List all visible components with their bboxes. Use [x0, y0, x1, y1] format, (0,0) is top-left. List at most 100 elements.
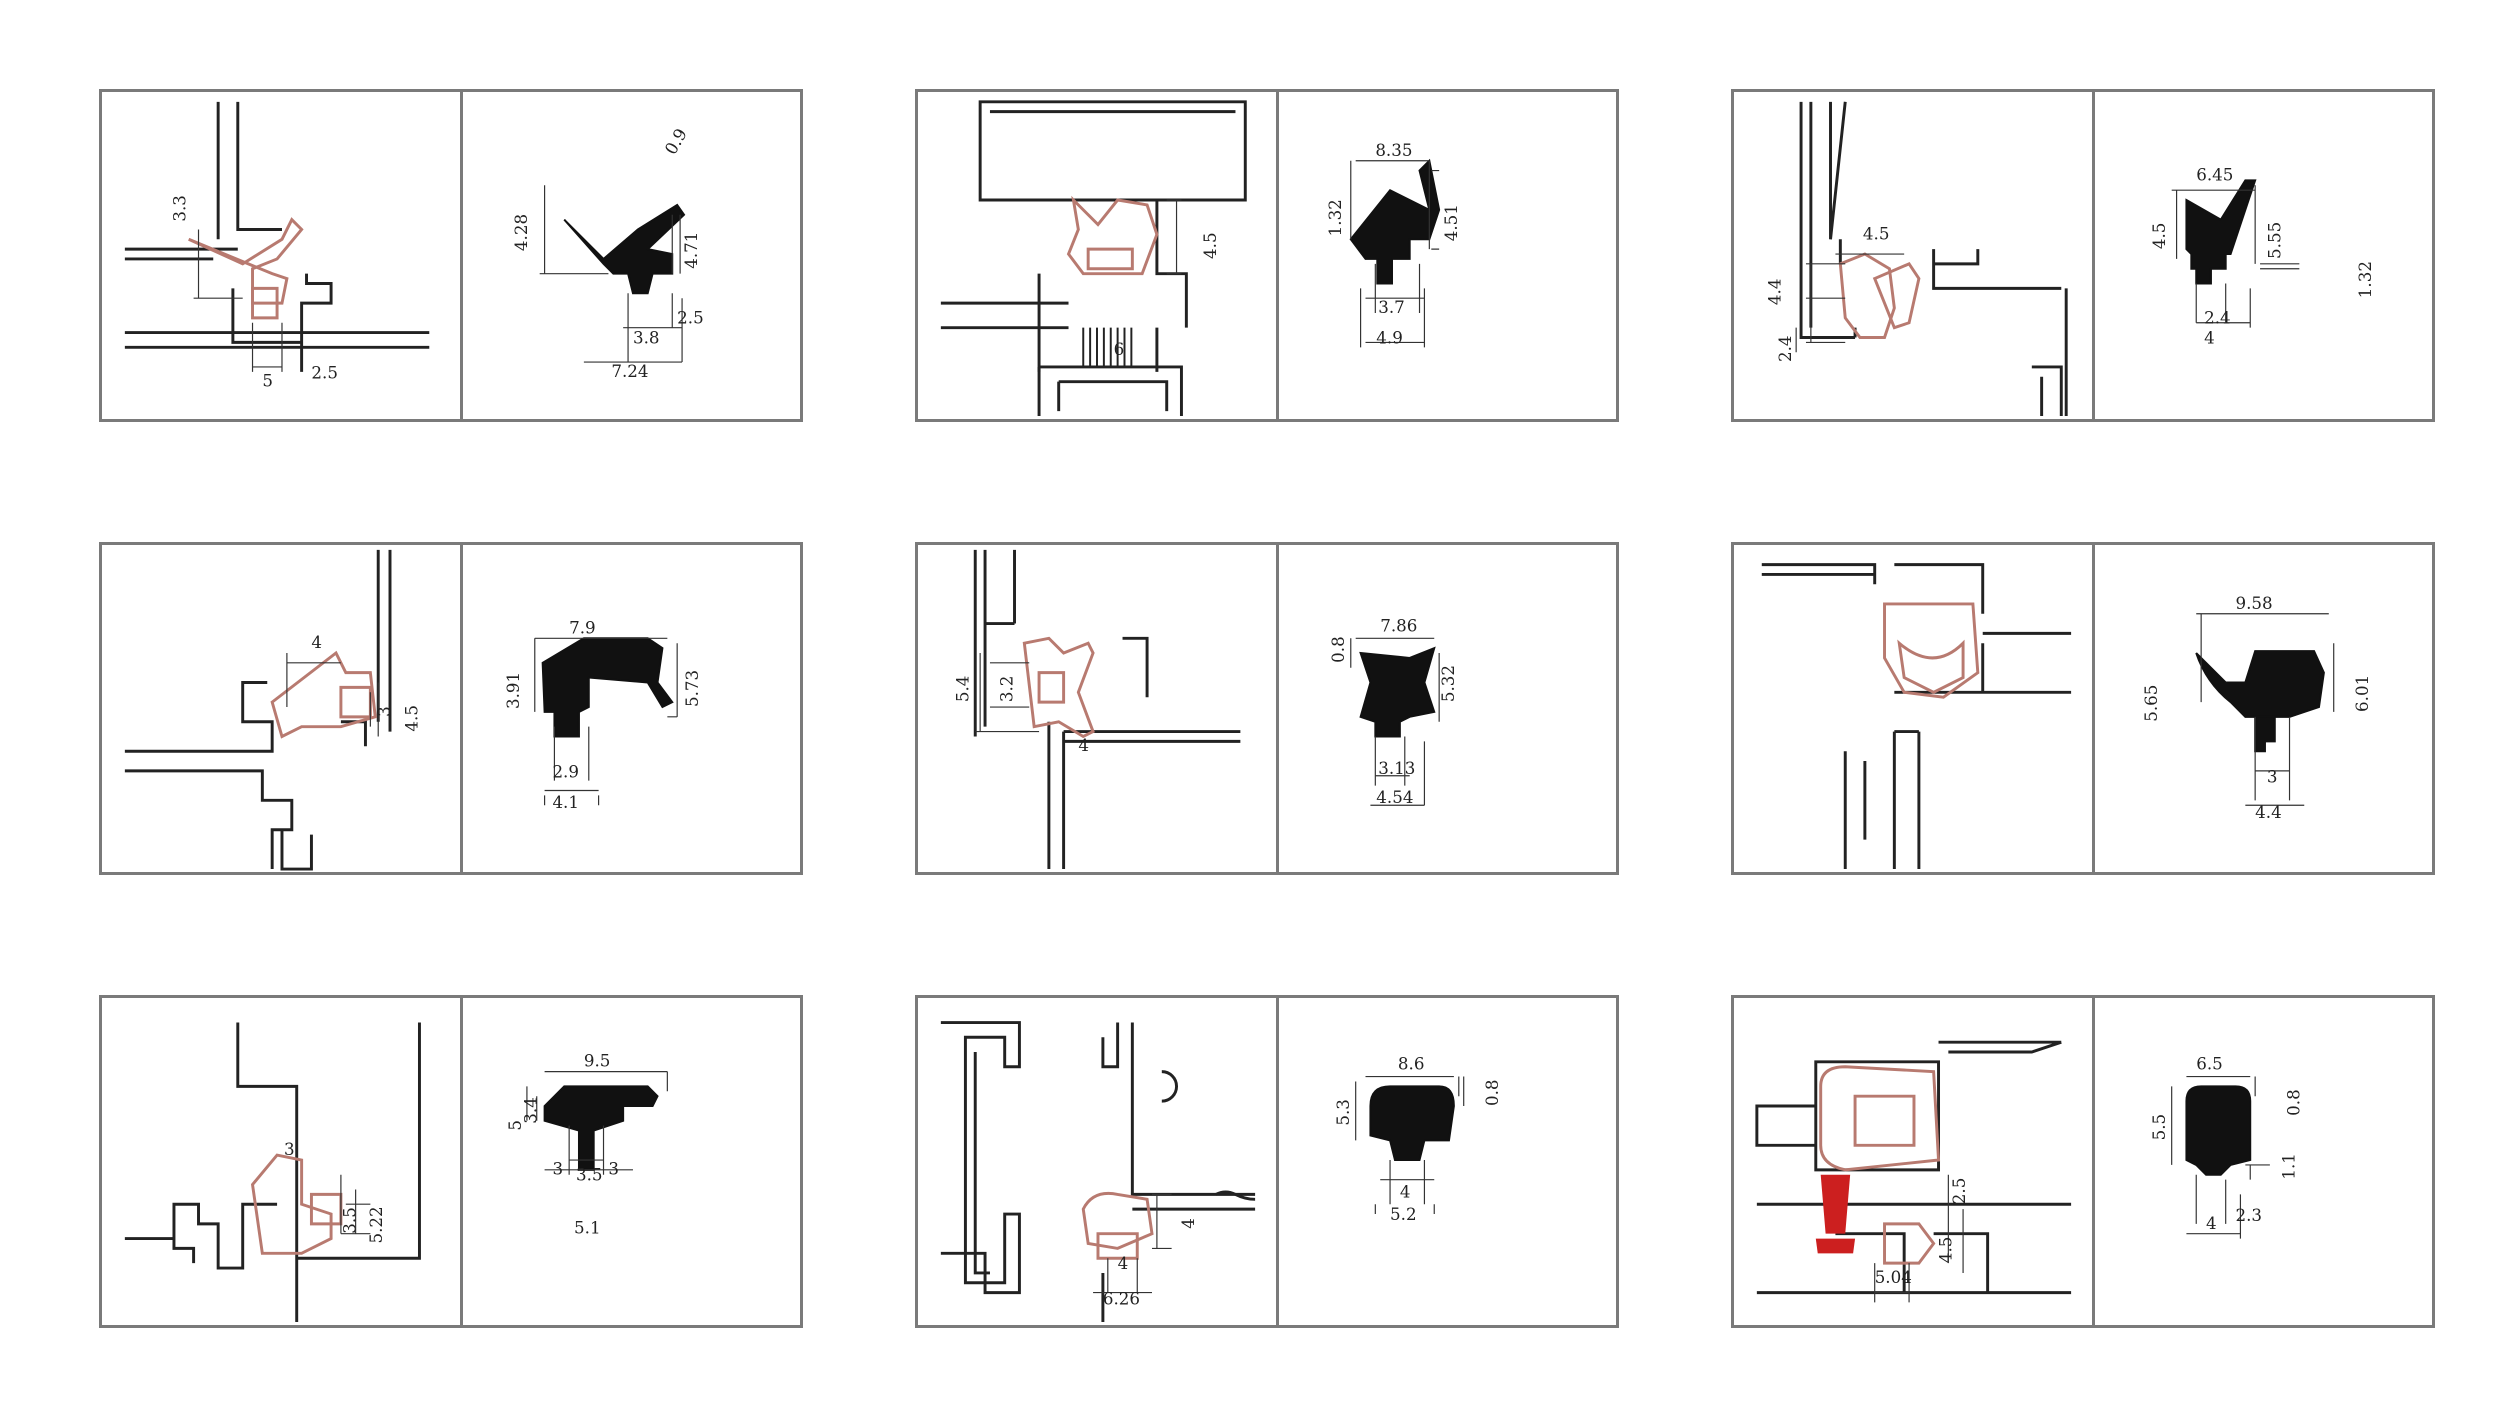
dim-label: 5.4 [953, 676, 972, 703]
install-drawing-6 [1761, 563, 2072, 870]
dim-label: 3.5 [341, 1207, 360, 1234]
profile-drawing-1: 4.28 0.9 4.71 3.8 2.5 7.24 [512, 125, 704, 381]
dim-label: 3 [2267, 768, 2278, 787]
card-divider [1276, 92, 1279, 419]
dim-label: 7.24 [611, 362, 648, 381]
dim-label: 2.5 [1950, 1178, 1969, 1205]
dim-label: 3.3 [171, 195, 190, 222]
dim-label: 4.9 [1376, 328, 1403, 347]
card-divider [1276, 998, 1279, 1325]
dim-label: 4 [1400, 1182, 1411, 1201]
dim-label: 7.86 [1380, 616, 1417, 635]
dim-label: 4 [2204, 328, 2215, 347]
dim-label: 3.13 [1378, 759, 1415, 778]
dim-label: 8.35 [1375, 141, 1412, 160]
dim-label: 3.7 [1378, 298, 1405, 317]
dim-label: 4.5 [402, 705, 421, 732]
seal-card-8: 4 4 6.26 8.6 0.8 5.3 4 5.2 [915, 995, 1619, 1328]
dim-label: 5.5 [2150, 1114, 2169, 1141]
card-divider [460, 998, 463, 1325]
dim-label: 2.4 [2204, 309, 2231, 328]
dim-label: 6 [1114, 340, 1125, 359]
dim-label: 8.6 [1398, 1055, 1425, 1074]
install-drawing-9: 2.5 4.5 5.04 [1755, 1040, 2072, 1303]
card-divider [460, 92, 463, 419]
dim-label: 5.04 [1875, 1268, 1912, 1287]
seal-card-3: 4.5 4.4 2.4 6.45 4.5 5.55 1.32 2.4 4 [1731, 89, 2435, 422]
dim-label: 4.1 [552, 793, 579, 812]
profile-drawing-6: 9.58 5.65 6.01 3 4.4 [2142, 594, 2372, 822]
dim-label: 0.9 [661, 125, 691, 157]
seal-card-1: 3.3 5 2.5 4.28 0.9 4.71 3.8 2.5 7.24 [99, 89, 803, 422]
dim-label: 4.5 [1201, 232, 1220, 259]
seal-card-9: 2.5 4.5 5.04 6.5 0.8 5.5 1.1 4 2.3 [1731, 995, 2435, 1328]
dim-label: 4 [1118, 1254, 1129, 1273]
profile-drawing-5: 7.86 0.8 5.32 3.13 4.54 [1329, 616, 1458, 807]
install-drawing-2: 4.5 6 [940, 100, 1247, 417]
dim-label: 3.91 [504, 672, 523, 709]
dim-label: 4.5 [1936, 1237, 1955, 1264]
install-drawing-3: 4.5 4.4 2.4 [1765, 101, 2068, 417]
dim-label: 3 [375, 706, 394, 717]
dim-label: 3 [552, 1160, 563, 1179]
card-divider [460, 545, 463, 872]
seal-card-6: 9.58 5.65 6.01 3 4.4 [1731, 542, 2435, 875]
card-divider [1276, 545, 1279, 872]
install-drawing-8: 4 4 6.26 [940, 1021, 1256, 1323]
seal-card-4: 4 3 4.5 7.9 3.91 5.73 2.9 4.1 [99, 542, 803, 875]
dim-label: 0.8 [1329, 636, 1348, 663]
dim-label: 4.71 [682, 232, 701, 269]
dim-label: 4.5 [2150, 223, 2169, 250]
dim-label: 5 [262, 372, 273, 391]
dim-label: 9.58 [2236, 594, 2273, 613]
dim-label: 4.28 [512, 214, 531, 251]
dim-label: 6.01 [2353, 675, 2372, 712]
profile-drawing-3: 6.45 4.5 5.55 1.32 2.4 4 [2150, 165, 2375, 347]
dim-label: 5.32 [1439, 665, 1458, 702]
dim-label: 4.4 [1765, 279, 1784, 306]
dim-label: 4.51 [1442, 204, 1461, 241]
card-divider [2092, 545, 2095, 872]
seal-card-5: 5.4 3.2 4 7.86 0.8 5.32 3.13 4.54 [915, 542, 1619, 875]
dim-label: 4 [1179, 1218, 1198, 1229]
dim-label: 3 [608, 1160, 619, 1179]
dim-label: 5.22 [367, 1206, 386, 1243]
dim-label: 1.32 [1326, 199, 1345, 236]
dim-label: 3 [284, 1140, 295, 1159]
install-drawing-5: 5.4 3.2 4 [953, 549, 1241, 870]
dim-label: 4.4 [2255, 803, 2282, 822]
install-drawing-7: 3 3.5 5.22 [124, 1022, 421, 1323]
card-divider [2092, 92, 2095, 419]
dim-label: 5.65 [2142, 685, 2161, 722]
dim-label: 3.8 [633, 328, 660, 347]
seal-card-7: 3 3.5 5.22 9.5 5 3.4 3 3.5 3 5.1 [99, 995, 803, 1328]
dim-label: 5.73 [683, 670, 702, 707]
dim-label: 5.3 [1334, 1099, 1353, 1126]
card-divider [2092, 998, 2095, 1325]
dim-label: 4.5 [1863, 224, 1890, 243]
dim-label: 9.5 [584, 1052, 611, 1071]
dim-label: 2.9 [552, 763, 579, 782]
dim-label: 4 [1078, 736, 1089, 755]
profile-drawing-4: 7.9 3.91 5.73 2.9 4.1 [504, 618, 702, 812]
profile-drawing-2: 8.35 1.32 4.51 3.7 4.9 [1326, 141, 1461, 348]
profile-drawing-8: 8.6 0.8 5.3 4 5.2 [1334, 1055, 1502, 1224]
dim-label: 2.4 [1776, 335, 1795, 362]
dim-label: 1.1 [2279, 1153, 2298, 1180]
dim-label: 0.8 [2284, 1089, 2303, 1116]
dim-label: 3.5 [576, 1166, 603, 1185]
dim-label: 5.1 [574, 1219, 601, 1238]
dim-label: 0.8 [1483, 1079, 1502, 1106]
dim-label: 2.3 [2236, 1206, 2263, 1225]
dim-label: 7.9 [569, 618, 596, 637]
profile-drawing-7: 9.5 5 3.4 3 3.5 3 5.1 [506, 1052, 668, 1238]
dim-label: 4 [311, 633, 322, 652]
dim-label: 4 [2206, 1214, 2217, 1233]
dim-label: 6.45 [2196, 165, 2233, 184]
dim-label: 4.54 [1376, 788, 1413, 807]
dim-label: 5.55 [2266, 222, 2285, 259]
dim-label: 3.2 [998, 676, 1017, 703]
dim-label: 5 [506, 1120, 525, 1131]
dim-label: 6.26 [1103, 1289, 1140, 1308]
dim-label: 2.5 [311, 364, 338, 383]
